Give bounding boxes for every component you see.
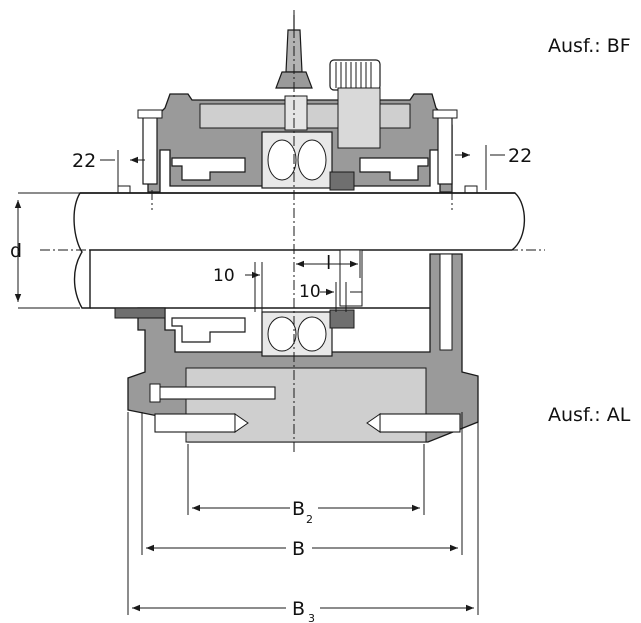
dimension-10-a: 10 (213, 266, 235, 286)
dimension-b2-subscript: 2 (306, 513, 313, 526)
knurled-cap (329, 59, 381, 91)
lower-housing-half (114, 249, 479, 443)
dimension-b3-subscript: 3 (308, 612, 315, 623)
dimension-b3: B (292, 598, 305, 620)
dimension-10-b: 10 (299, 282, 321, 302)
dimension-22-left: 22 (72, 150, 96, 172)
center-lines (40, 10, 545, 455)
dimension-l: l (326, 252, 331, 274)
variant-label-al: Ausf.: AL (548, 404, 631, 426)
dimension-d: d (10, 240, 22, 262)
variant-label-bf: Ausf.: BF (548, 35, 631, 57)
dimension-22-right: 22 (508, 145, 532, 167)
dimension-b2: B (292, 498, 305, 520)
dimension-b: B (292, 538, 305, 560)
dimension-lines (14, 145, 505, 615)
labels: Ausf.: BF Ausf.: AL 22 22 d 10 10 l B 2 … (10, 35, 631, 623)
upper-housing-half (117, 15, 478, 209)
